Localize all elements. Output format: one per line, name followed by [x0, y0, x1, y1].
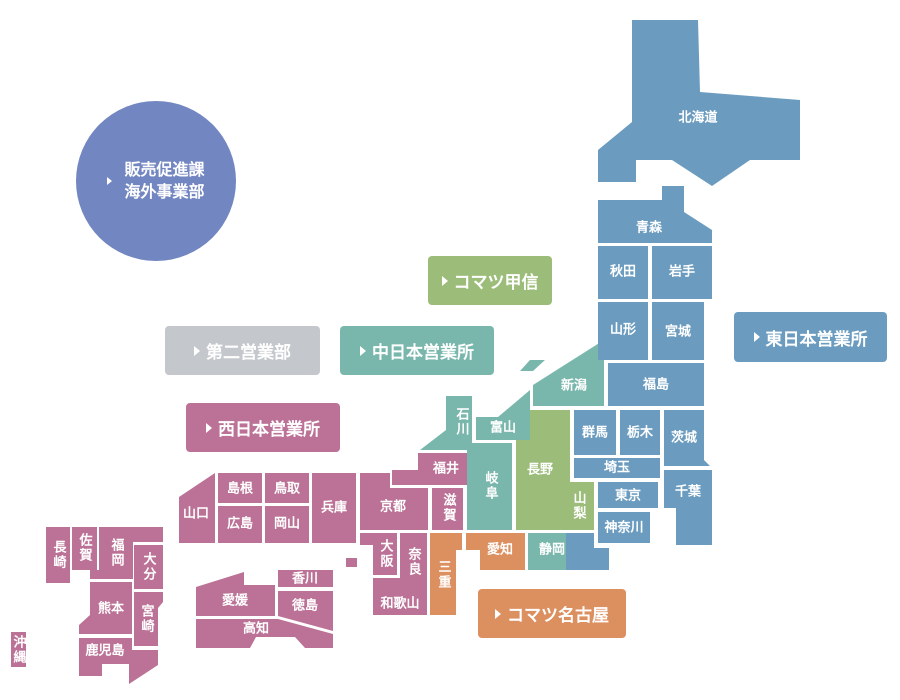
prefecture-5[interactable] — [652, 302, 704, 360]
prefecture-19[interactable] — [598, 512, 650, 543]
arrow-right-icon — [206, 422, 212, 433]
region-button-koshin[interactable]: コマツ甲信 — [428, 256, 552, 305]
prefecture-25[interactable] — [360, 473, 428, 530]
prefecture-35[interactable] — [278, 570, 333, 587]
region-label: 西日本営業所 — [218, 420, 320, 440]
prefecture-34[interactable] — [265, 506, 309, 543]
region-label: 第二営業部 — [206, 343, 291, 363]
prefecture-10[interactable] — [467, 443, 512, 530]
prefecture-20[interactable] — [528, 533, 566, 570]
prefecture-3[interactable] — [652, 246, 712, 299]
prefecture-33[interactable] — [218, 506, 262, 543]
prefecture-38[interactable] — [196, 619, 333, 648]
prefecture-12[interactable] — [574, 410, 616, 455]
region-button-second[interactable]: 第二営業部 — [165, 326, 320, 375]
prefecture-8[interactable] — [476, 390, 530, 440]
prefecture-2[interactable] — [598, 246, 648, 299]
prefecture-37[interactable] — [278, 591, 333, 631]
prefecture-16[interactable] — [664, 470, 712, 545]
prefecture-43[interactable] — [79, 582, 132, 634]
arrow-right-icon — [753, 332, 760, 342]
region-label: コマツ甲信 — [453, 273, 539, 293]
arrow-right-icon — [441, 275, 448, 286]
prefecture-1[interactable] — [598, 186, 712, 243]
prefecture-46[interactable] — [11, 632, 26, 667]
prefecture-18[interactable] — [598, 482, 658, 508]
region-button-west[interactable]: 西日本営業所 — [186, 403, 340, 452]
prefecture-26[interactable] — [312, 473, 356, 543]
prefecture-39[interactable] — [46, 527, 70, 583]
arrow-right-icon — [107, 177, 113, 185]
prefecture-45[interactable] — [79, 638, 158, 684]
prefecture-27[interactable] — [360, 533, 397, 575]
prefecture-24[interactable] — [432, 488, 463, 530]
prefecture-32[interactable] — [265, 473, 309, 503]
overseas-sales-button[interactable]: 販売促進課 海外事業部 — [76, 101, 236, 261]
prefecture-15[interactable] — [574, 458, 660, 478]
prefecture-7[interactable] — [533, 340, 604, 406]
prefecture-9[interactable] — [420, 396, 472, 450]
prefecture-4[interactable] — [598, 302, 648, 360]
prefecture-0[interactable] — [598, 20, 800, 186]
shizuoka-east-part[interactable] — [566, 533, 609, 570]
arrow-right-icon — [495, 608, 501, 619]
prefecture-22[interactable] — [430, 533, 462, 615]
region-button-central[interactable]: 中日本営業所 — [340, 326, 494, 375]
prefecture-6[interactable] — [608, 363, 704, 406]
region-label: コマツ名古屋 — [507, 606, 609, 626]
region-button-east[interactable]: 東日本営業所 — [734, 312, 887, 362]
prefecture-23[interactable] — [392, 453, 473, 485]
prefecture-44[interactable] — [134, 592, 163, 646]
region-button-nagoya[interactable]: コマツ名古屋 — [478, 589, 626, 638]
prefecture-14[interactable] — [664, 410, 710, 466]
prefecture-40[interactable] — [72, 527, 97, 570]
sado-island[interactable] — [520, 360, 545, 371]
prefecture-42[interactable] — [134, 545, 163, 589]
prefecture-31[interactable] — [218, 473, 262, 503]
prefecture-30[interactable] — [179, 473, 215, 543]
awaji-island[interactable] — [346, 558, 357, 567]
prefecture-36[interactable] — [196, 572, 275, 616]
prefecture-17[interactable] — [563, 482, 594, 530]
region-label: 東日本営業所 — [765, 329, 868, 350]
prefecture-28[interactable] — [400, 533, 427, 592]
arrow-right-icon — [360, 345, 366, 356]
prefecture-13[interactable] — [620, 410, 660, 455]
prefecture-21[interactable] — [466, 533, 525, 570]
arrow-right-icon — [194, 345, 200, 356]
overseas-label: 販売促進課 海外事業部 — [124, 160, 205, 201]
region-label: 中日本営業所 — [372, 343, 474, 363]
prefecture-41[interactable] — [90, 527, 163, 579]
